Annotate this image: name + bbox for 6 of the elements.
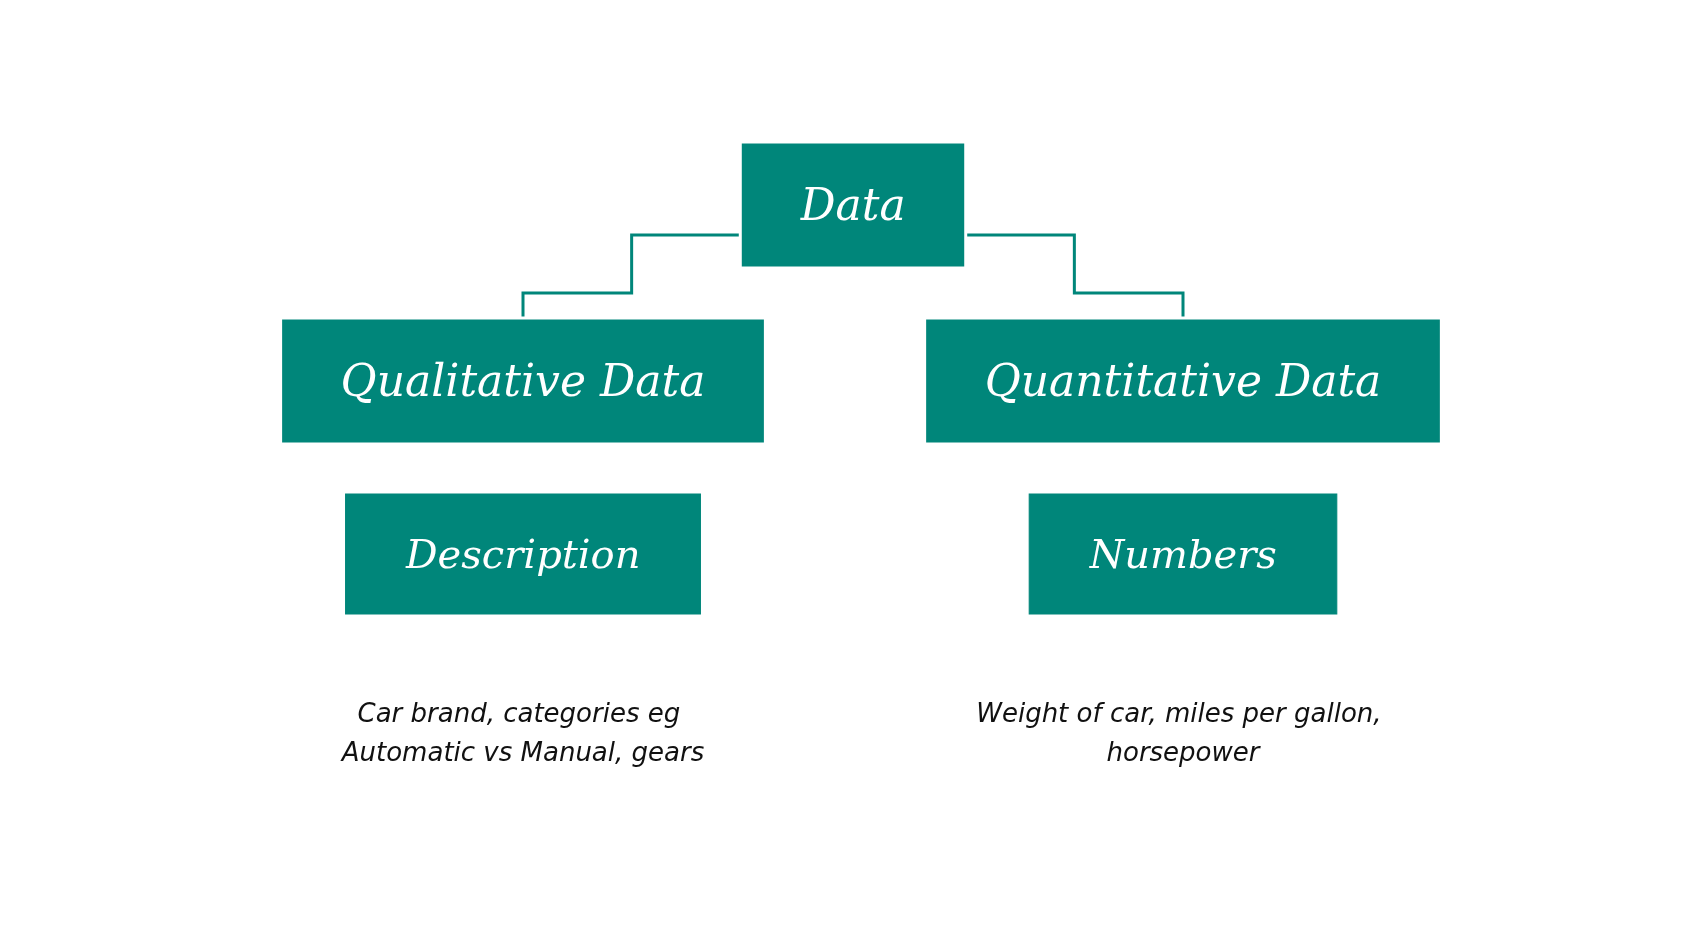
- node-box: Quantitative Data: [923, 316, 1443, 445]
- node-box: Description: [345, 493, 701, 614]
- node-label: Car brand, categories eg Automatic vs Manual, gears: [341, 697, 705, 767]
- node-box: Qualitative Data: [279, 316, 767, 445]
- node-box: Data: [738, 140, 968, 269]
- node-label: Weight of car, miles per gallon, horsepower: [976, 697, 1382, 767]
